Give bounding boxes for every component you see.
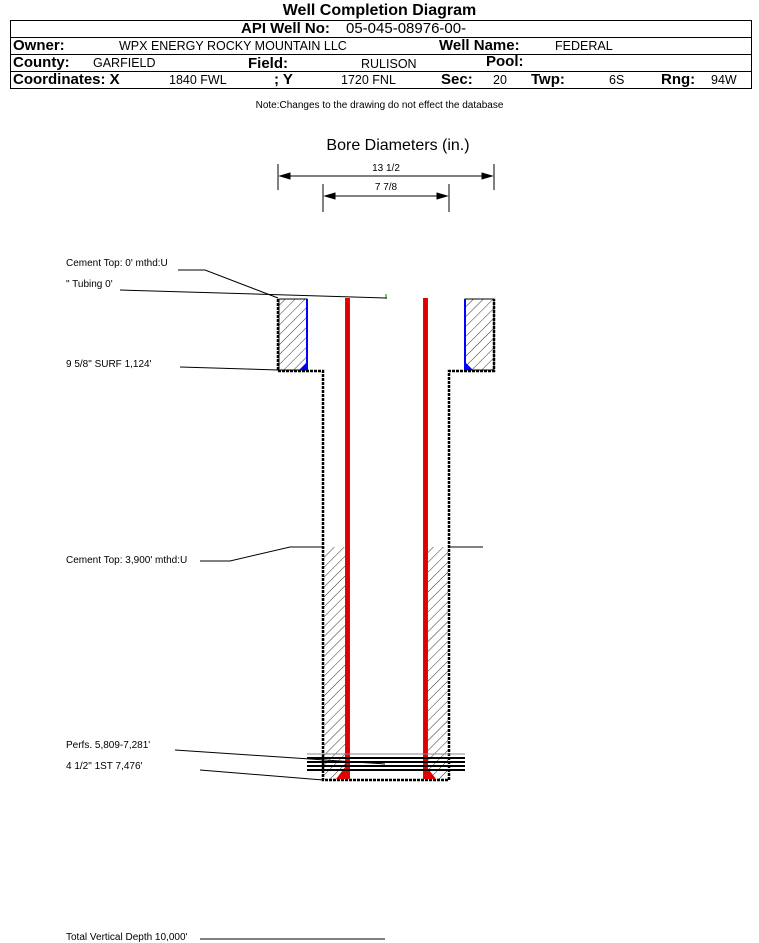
coordinates-row: Coordinates: X 1840 FWL ; Y 1720 FNL Sec… (11, 71, 751, 88)
twp-label: Twp: (531, 71, 565, 88)
field-label: Field: (248, 55, 288, 72)
owner-label: Owner: (13, 37, 65, 54)
leader-surf-casing (179, 366, 279, 371)
production-casing-right (423, 298, 428, 779)
rng-label: Rng: (661, 71, 696, 88)
bore-diameters-title: Bore Diameters (in.) (326, 137, 469, 154)
field-value: RULISON (361, 57, 417, 71)
cement-top-1-label: Cement Top: 0' mthd:U (66, 258, 168, 269)
owner-value: WPX ENERGY ROCKY MOUNTAIN LLC (119, 39, 347, 53)
production-cement-right (428, 547, 448, 779)
sec-value: 20 (493, 73, 507, 87)
leader-cement-top-1 (178, 269, 279, 299)
borehole-outline (276, 299, 496, 782)
api-row: API Well No: 05-045-08976-00- (11, 20, 751, 38)
api-value: 05-045-08976-00- (346, 20, 467, 37)
bore-1-label: 13 1/2 (372, 163, 400, 174)
sec-label: Sec: (441, 71, 473, 88)
tubing-label: " Tubing 0' (66, 279, 113, 290)
perfs-label: Perfs. 5,809-7,281' (66, 740, 150, 751)
pool-label: Pool: (486, 53, 524, 70)
cement-top-2-label: Cement Top: 3,900' mthd:U (66, 555, 187, 566)
twp-value: 6S (609, 73, 625, 87)
coord-y-value: 1720 FNL (341, 73, 396, 87)
well-header-table: API Well No: 05-045-08976-00- Owner: WPX… (10, 20, 752, 89)
well-name-label: Well Name: (439, 37, 520, 54)
county-row: County: GARFIELD Field: RULISON Pool: (11, 53, 751, 72)
diagram-title: Well Completion Diagram (282, 2, 477, 19)
coord-x-label: Coordinates: X (13, 71, 120, 88)
surface-cement-left (278, 298, 308, 371)
surf-casing-label: 9 5/8" SURF 1,124' (66, 359, 152, 370)
note: Note:Changes to the drawing do not effec… (255, 100, 504, 111)
surface-shoe-right (465, 362, 473, 370)
owner-row: Owner: WPX ENERGY ROCKY MOUNTAIN LLC Wel… (11, 37, 751, 55)
coord-y-label: ; Y (274, 71, 293, 88)
coord-x-value: 1840 FWL (169, 73, 227, 87)
leader-tubing (119, 289, 388, 299)
bore-dimension-7-875 (322, 184, 450, 212)
bore-2-label: 7 7/8 (375, 182, 398, 193)
prod-casing-label: 4 1/2" 1ST 7,476' (66, 761, 143, 772)
leader-cement-top-2 (200, 546, 323, 562)
perforations (307, 753, 465, 771)
production-casing-left (345, 298, 350, 779)
production-cement-left (324, 547, 345, 779)
surface-shoe-left (299, 362, 307, 370)
county-label: County: (13, 54, 70, 71)
rng-value: 94W (711, 73, 737, 87)
well-name-value: FEDERAL (555, 39, 613, 53)
leader-prod-casing (199, 769, 324, 781)
tvd-label: Total Vertical Depth 10,000' (66, 932, 188, 943)
surface-cement-right (464, 298, 495, 371)
bore-dimension-13-5 (277, 164, 495, 190)
county-value: GARFIELD (93, 56, 156, 70)
leader-perfs (174, 749, 386, 765)
api-label: API Well No: (241, 20, 330, 37)
